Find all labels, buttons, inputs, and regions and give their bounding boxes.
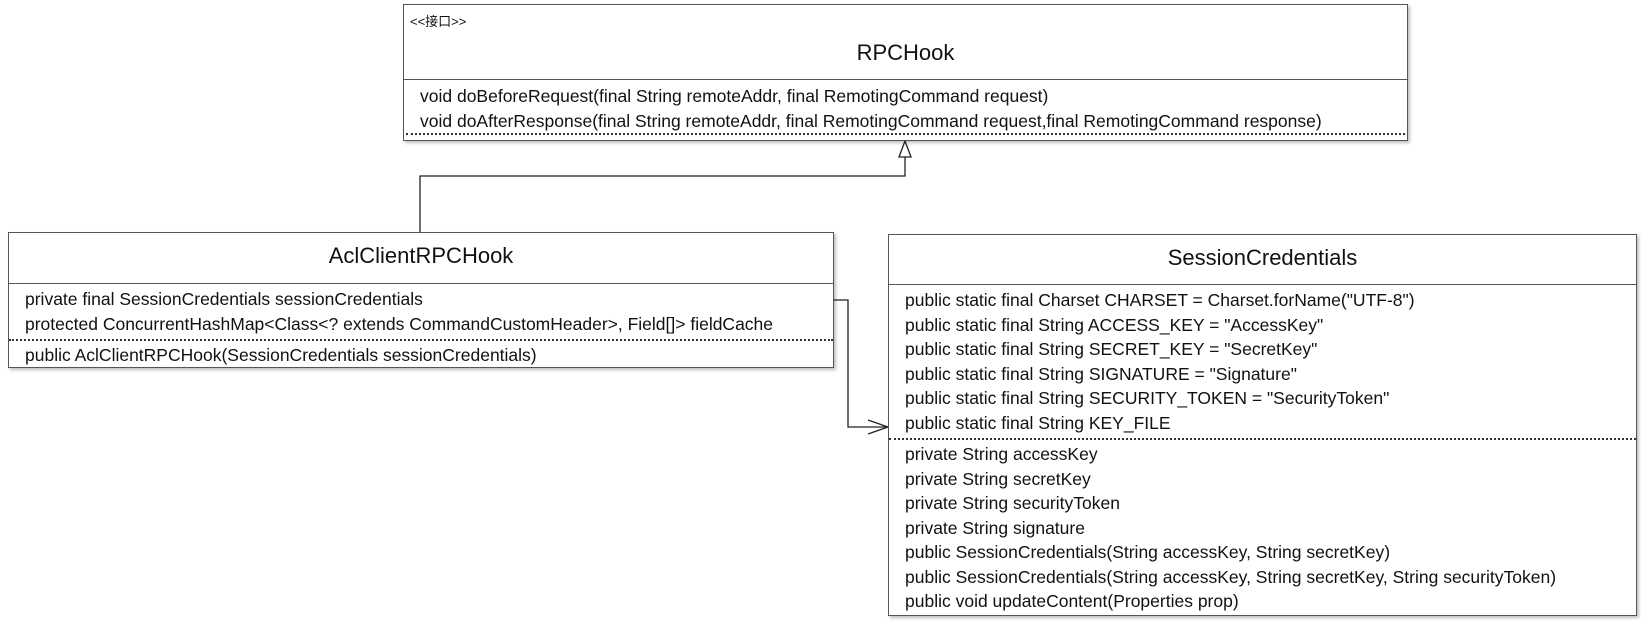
sessioncredentials-constants: public static final Charset CHARSET = Ch… bbox=[889, 285, 1636, 438]
interface-stereotype: <<接口>> bbox=[410, 14, 467, 29]
aclclientrpchook-dotted-separator bbox=[9, 339, 833, 341]
aclclientrpchook-field: private final SessionCredentials session… bbox=[25, 289, 423, 309]
aclclientrpchook-method: public AclClientRPCHook(SessionCredentia… bbox=[25, 345, 537, 365]
sessioncredentials-constant: public static final String SECRET_KEY = … bbox=[905, 339, 1318, 359]
sessioncredentials-constant: public static final String KEY_FILE bbox=[905, 412, 1171, 433]
sessioncredentials-class-box[interactable]: SessionCredentials public static final C… bbox=[888, 234, 1637, 616]
aclclientrpchook-field: protected ConcurrentHashMap<Class<? exte… bbox=[25, 313, 774, 334]
rpchook-dotted-separator bbox=[406, 133, 1405, 135]
sessioncredentials-constant: public static final String SIGNATURE = "… bbox=[905, 363, 1297, 384]
rpchook-separator bbox=[404, 79, 1407, 80]
rpchook-method: void doAfterResponse(final String remote… bbox=[420, 110, 1322, 131]
aclclientrpchook-title: AclClientRPCHook bbox=[328, 243, 514, 268]
sessioncredentials-member: public void updateContent(Properties pro… bbox=[905, 591, 1239, 611]
rpchook-methods: void doBeforeRequest(final String remote… bbox=[404, 80, 1407, 137]
sessioncredentials-dotted-separator bbox=[889, 438, 1636, 440]
sessioncredentials-constant: public static final Charset CHARSET = Ch… bbox=[905, 290, 1415, 310]
aclclientrpchook-fields: private final SessionCredentials session… bbox=[9, 284, 833, 339]
sessioncredentials-separator bbox=[889, 284, 1636, 285]
aclclientrpchook-class-box[interactable]: AclClientRPCHook private final SessionCr… bbox=[8, 232, 834, 368]
aclclientrpchook-separator bbox=[9, 283, 833, 284]
association-line bbox=[834, 299, 888, 428]
realization-line bbox=[419, 157, 906, 232]
sessioncredentials-member: private String securityToken bbox=[905, 493, 1120, 513]
aclclientrpchook-methods: public AclClientRPCHook(SessionCredentia… bbox=[9, 341, 833, 372]
sessioncredentials-members: private String accessKey private String … bbox=[889, 440, 1636, 618]
sessioncredentials-member: private String secretKey bbox=[905, 468, 1091, 489]
rpchook-method: void doBeforeRequest(final String remote… bbox=[420, 86, 1049, 106]
sessioncredentials-member: public SessionCredentials(String accessK… bbox=[905, 566, 1557, 587]
sessioncredentials-constant: public static final String ACCESS_KEY = … bbox=[905, 314, 1324, 335]
sessioncredentials-member: private String accessKey bbox=[905, 444, 1098, 464]
sessioncredentials-title: SessionCredentials bbox=[1167, 245, 1358, 270]
sessioncredentials-member: private String signature bbox=[905, 517, 1085, 538]
realization-arrowhead bbox=[898, 139, 912, 158]
sessioncredentials-constant: public static final String SECURITY_TOKE… bbox=[905, 388, 1390, 408]
rpchook-title: RPCHook bbox=[856, 40, 955, 65]
rpchook-interface-box[interactable]: <<接口>> RPCHook void doBeforeRequest(fina… bbox=[403, 4, 1408, 141]
sessioncredentials-member: public SessionCredentials(String accessK… bbox=[905, 542, 1391, 562]
